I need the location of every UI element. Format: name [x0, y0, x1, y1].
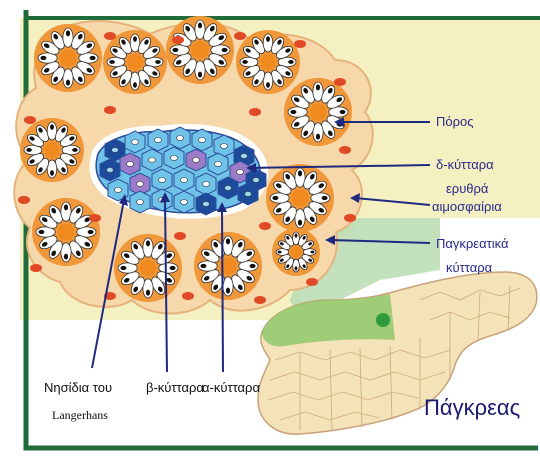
- red-blood-cell: [339, 146, 351, 154]
- label-islets-2: Langerhans: [52, 408, 108, 423]
- label-red-blood-2: αιμοσφαίρια: [432, 199, 502, 214]
- acinus: [166, 16, 234, 84]
- red-blood-cell: [334, 78, 346, 86]
- red-blood-cell: [172, 36, 184, 44]
- red-blood-cell: [24, 116, 36, 124]
- red-blood-cell: [18, 196, 30, 204]
- red-blood-cell: [249, 108, 261, 116]
- red-blood-cell: [294, 40, 306, 48]
- acinus: [114, 234, 182, 302]
- label-islets-1: Νησίδια του: [44, 380, 112, 395]
- label-red-blood-1: ερυθρά: [446, 181, 488, 196]
- label-alpha-cells: α-κύτταρα: [202, 380, 260, 395]
- label-pancreatic-2: κύτταρα: [446, 260, 492, 275]
- acinus: [34, 24, 102, 92]
- acinus: [32, 198, 100, 266]
- red-blood-cell: [259, 222, 271, 230]
- label-pancreatic-1: Παγκρεατικά: [436, 236, 509, 251]
- label-duct: Πόρος: [436, 114, 474, 129]
- acinus: [284, 78, 352, 146]
- red-blood-cell: [104, 106, 116, 114]
- red-blood-cell: [306, 278, 318, 286]
- label-delta-cells: δ-κύτταρα: [436, 157, 494, 172]
- red-blood-cell: [344, 214, 356, 222]
- red-blood-cell: [30, 264, 42, 272]
- red-blood-cell: [254, 296, 266, 304]
- pancreas-title: Πάγκρεας: [424, 395, 520, 421]
- red-blood-cell: [89, 214, 101, 222]
- red-blood-cell: [104, 32, 116, 40]
- red-blood-cell: [234, 32, 246, 40]
- acinus: [20, 118, 84, 182]
- acinus: [194, 232, 262, 300]
- label-beta-cells: β-κύτταρα: [146, 380, 204, 395]
- red-blood-cell: [182, 292, 194, 300]
- leader-alpha: [222, 208, 223, 372]
- red-blood-cell: [174, 232, 186, 240]
- acinus: [272, 228, 320, 276]
- acinus: [266, 164, 334, 232]
- acinus: [236, 30, 300, 94]
